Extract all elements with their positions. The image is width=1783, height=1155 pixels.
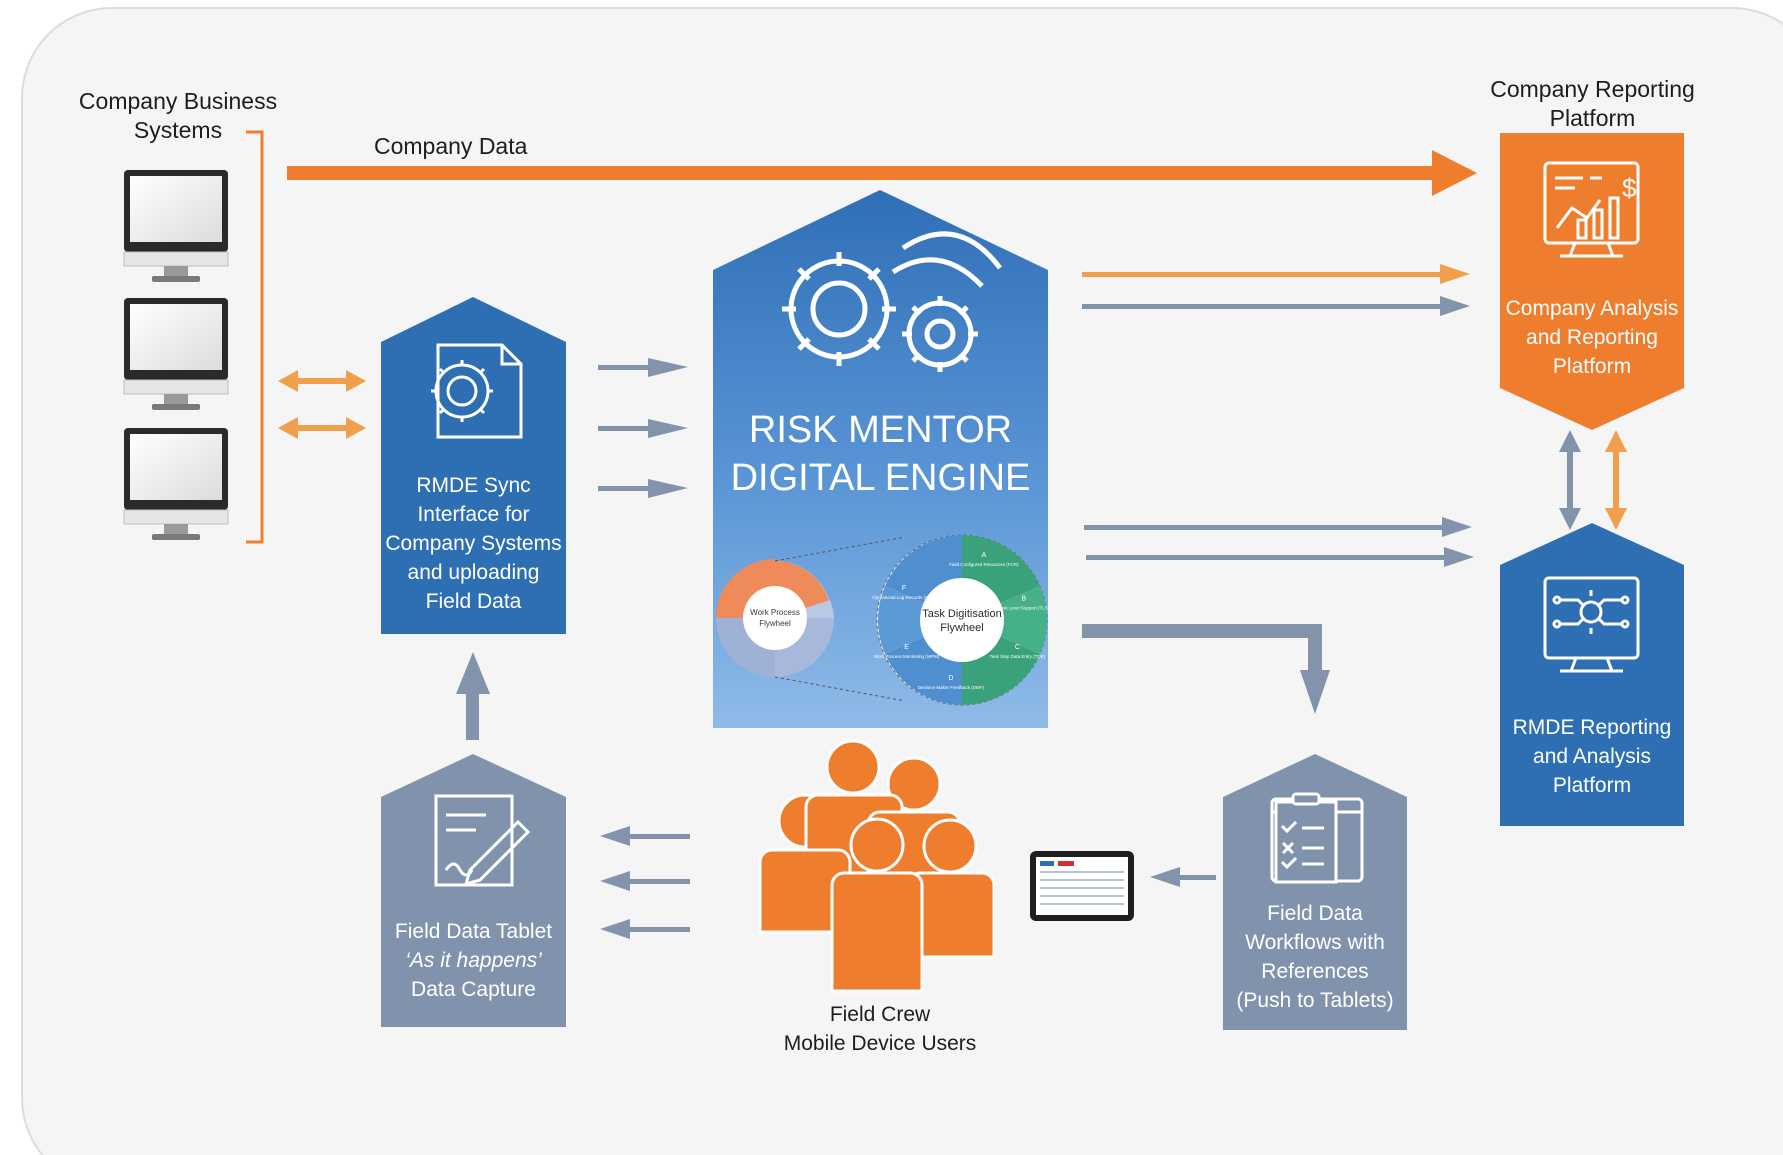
rmde-reporting-line-3: Platform: [1552, 774, 1632, 797]
field-tablet-line-2: ‘As it happens’: [405, 949, 542, 972]
document-sync-gear-icon: [431, 343, 523, 439]
flywheel-connector: [774, 536, 906, 702]
engine-title-line-2: DIGITAL ENGINE: [730, 457, 1031, 499]
flywheel-segment-letter: A: [982, 552, 987, 559]
company-analysis-line-2: and Reporting: [1526, 326, 1658, 349]
people-group-icon: [758, 739, 996, 993]
tablet-to-sync-arrow: [456, 652, 490, 740]
reporting-platform-title-line-2: Platform: [1549, 105, 1636, 131]
crew-to-tablet-arrows: [600, 826, 690, 939]
reporting-platform-title: Company Reporting Platform: [1470, 75, 1715, 133]
engine-title: RISK MENTOR DIGITAL ENGINE: [713, 406, 1048, 502]
field-workflows-label: Field Data Workflows with References (Pu…: [1223, 899, 1407, 1015]
tablet-device-icon: [1030, 851, 1134, 921]
flywheel-segment-letter: C: [1015, 644, 1020, 651]
field-tablet-line-3: Data Capture: [411, 978, 536, 1001]
field-workflows-line-2: Workflows with: [1245, 931, 1385, 954]
business-systems-label: Company Business Systems: [60, 87, 296, 145]
business-systems-line-1: Company Business: [78, 88, 278, 114]
company-data-arrow: [287, 150, 1477, 196]
flywheel-large-title-1: Task Digitisation: [922, 608, 1001, 620]
sync-line-3: Company Systems: [385, 532, 562, 555]
engine-to-rmde-arrow-1: [1084, 517, 1472, 537]
field-workflows-line-4: (Push to Tablets): [1236, 989, 1394, 1012]
sync-interface-label: RMDE Sync Interface for Company Systems …: [381, 471, 566, 616]
flywheel-segment-labels: A Field Configured Resources (FCR) B Task L…: [872, 552, 1049, 690]
company-analysis-label: Company Analysis and Reporting Platform: [1496, 294, 1688, 381]
monitor-2: [123, 298, 229, 410]
svg-text:$: $: [1622, 173, 1637, 203]
sync-to-engine-arrows: [598, 358, 688, 498]
systems-bracket: [246, 130, 264, 544]
flywheel-segment-letter: F: [902, 585, 906, 592]
field-workflows-line-3: References: [1261, 960, 1369, 983]
company-analysis-line-3: Platform: [1552, 355, 1632, 378]
flywheel-segment-text: Decision Maker Feedback (DMF): [918, 685, 985, 690]
field-tablet-label: Field Data Tablet ‘As it happens’ Data C…: [381, 917, 566, 1004]
sync-line-2: Interface for: [417, 503, 530, 526]
company-analysis-line-1: Company Analysis: [1505, 297, 1679, 320]
engine-title-line-1: RISK MENTOR: [748, 409, 1013, 451]
field-tablet-line-1: Field Data Tablet: [394, 920, 553, 943]
platform-sync-slate-arrow: [1559, 430, 1581, 530]
flywheel-segment-letter: B: [1021, 595, 1026, 602]
flywheel-segment-text: Operational Log Records (OLR): [872, 595, 936, 600]
rmde-reporting-line-2: and Analysis: [1533, 745, 1651, 768]
business-systems-line-2: Systems: [133, 117, 223, 143]
flywheel-large-title-2: Flywheel: [940, 622, 983, 634]
flywheel-small-title-2: Flywheel: [759, 619, 791, 628]
edit-document-icon: [434, 794, 531, 887]
engine-to-analysis-orange-arrow: [1082, 264, 1470, 284]
bidirectional-arrow-2: [278, 417, 366, 439]
engine-to-rmde-arrow-2: [1086, 547, 1474, 567]
workflows-to-tablet-arrow: [1150, 867, 1216, 887]
engine-to-workflows-arrow: [1082, 624, 1330, 714]
platform-sync-orange-arrow: [1605, 430, 1627, 530]
flywheel-segment-text: Field Configured Resources (FCR): [949, 562, 1019, 567]
checklist-clipboard-icon: [1270, 792, 1364, 884]
flywheel-segment-letter: D: [948, 675, 953, 682]
company-data-label: Company Data: [374, 133, 528, 159]
flywheel-segment-text: Task Level Support (TLS): [998, 605, 1049, 610]
analytics-dashboard-icon: $: [1543, 161, 1640, 258]
sync-line-1: RMDE Sync: [416, 474, 531, 497]
reporting-platform-title-line-1: Company Reporting: [1490, 76, 1695, 102]
field-crew-line-2: Mobile Device Users: [783, 1032, 977, 1055]
field-crew-label: Field Crew Mobile Device Users: [760, 1000, 1000, 1058]
bidirectional-arrow-1: [278, 370, 366, 392]
monitor-1: [123, 170, 229, 282]
flywheel-segment-text: Task Step Data Entry (TDE): [990, 654, 1046, 659]
rmde-reporting-label: RMDE Reporting and Analysis Platform: [1500, 713, 1684, 800]
rmde-reporting-line-1: RMDE Reporting: [1512, 716, 1672, 739]
flywheel-small: Work Process Flywheel: [716, 559, 834, 677]
field-crew-line-1: Field Crew: [829, 1003, 931, 1026]
field-workflows-line-1: Field Data: [1267, 902, 1363, 925]
flywheel-segment-text: Work Process Monitoring (WPM): [874, 654, 940, 659]
monitor-3: [123, 428, 229, 540]
flywheel-segment-letter: E: [904, 644, 909, 651]
sync-line-4: and uploading: [407, 561, 540, 584]
flywheel-small-title-1: Work Process: [750, 608, 800, 617]
circuit-monitor-icon: [1543, 576, 1640, 673]
gears-signal-icon: [782, 231, 1002, 372]
flywheel-large: Task Digitisation Flywheel A Field Config…: [872, 534, 1050, 706]
sync-line-5: Field Data: [425, 590, 522, 613]
engine-to-analysis-slate-arrow: [1082, 296, 1470, 316]
